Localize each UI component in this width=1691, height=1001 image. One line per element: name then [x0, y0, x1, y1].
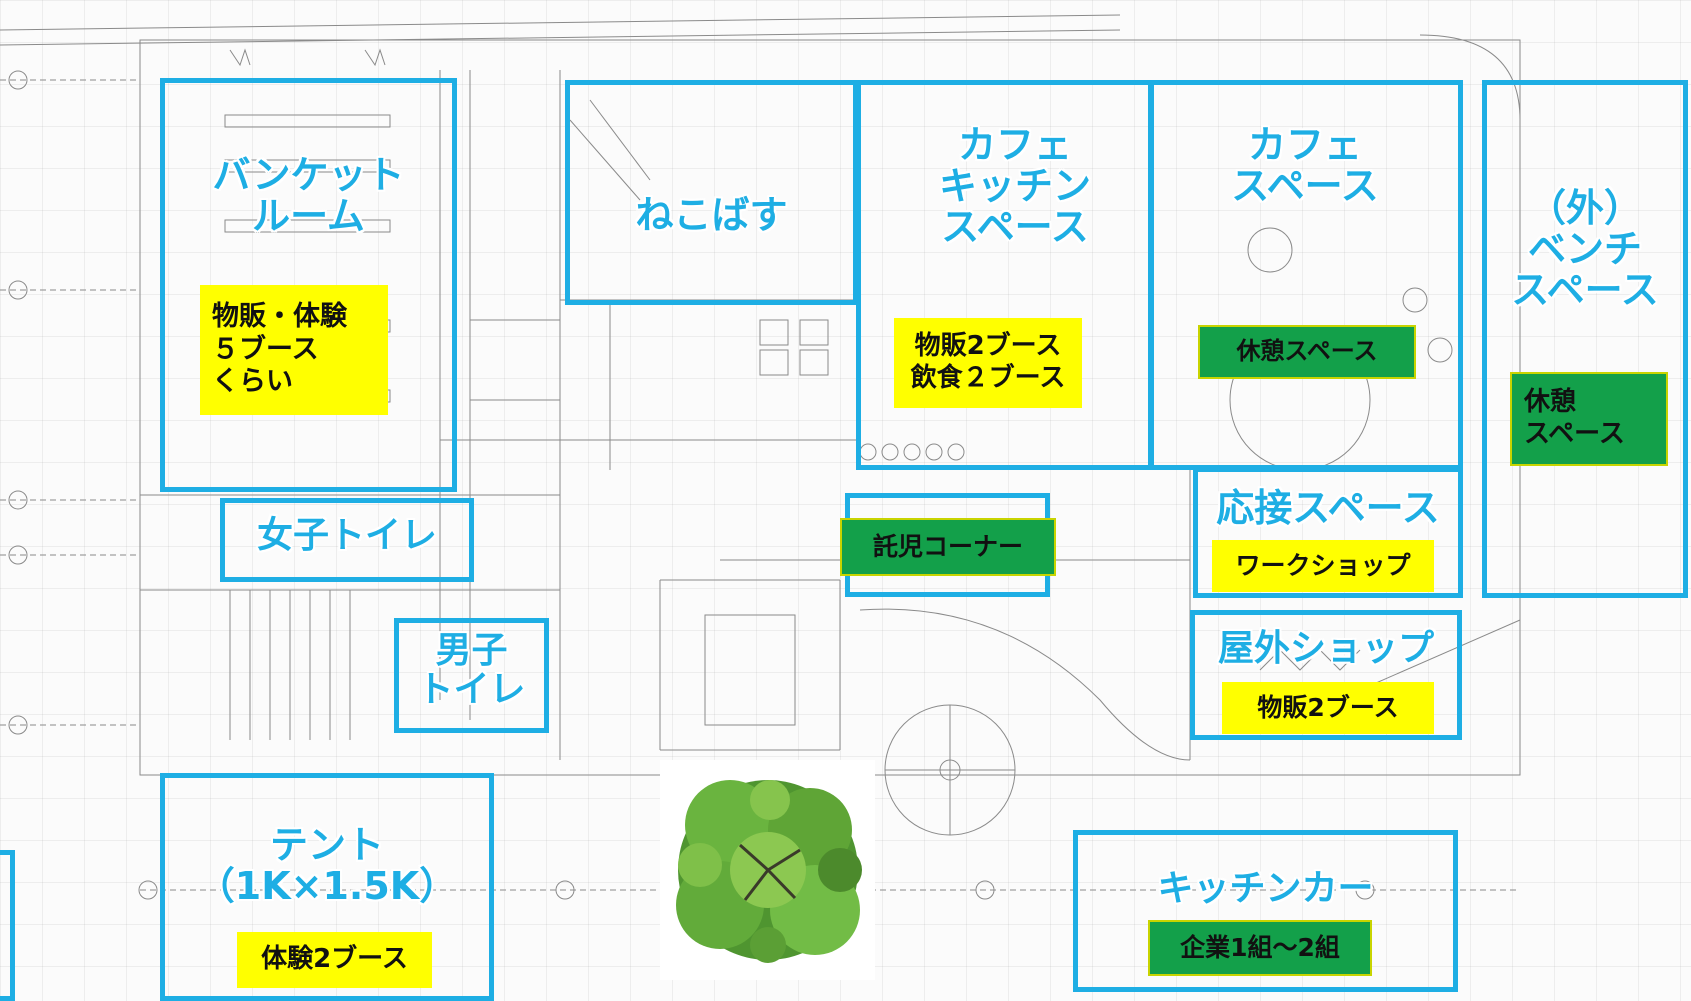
zone-kitchen-car [1073, 830, 1458, 992]
outside-bench-tag: 休憩 スペース [1510, 372, 1668, 466]
reception-label: 応接スペース [1216, 486, 1440, 530]
banquet-room-label: バンケット ルーム [212, 153, 405, 239]
zone-nekobasu [565, 80, 858, 305]
outdoor-shop-label: 屋外ショップ [1217, 628, 1434, 669]
zone-tent [160, 773, 494, 1001]
zone-banquet-room [160, 78, 457, 492]
zone-reception-space [1193, 467, 1463, 598]
tent-label: テント （1K×1.5K） [196, 823, 458, 909]
childcare-tag: 託児コーナー [840, 518, 1056, 576]
cafe-space-tag: 休憩スペース [1198, 325, 1416, 379]
womens-toilet-label: 女子トイレ [256, 515, 437, 556]
banquet-room-tag: 物販・体験 ５ブース くらい [200, 285, 388, 415]
cafe-space-label: カフェ スペース [1231, 123, 1379, 209]
reception-tag: ワークショップ [1212, 540, 1434, 592]
cafe-kitchen-label: カフェ キッチン スペース [938, 123, 1091, 250]
nekobasu-label: ねこばす [635, 193, 788, 237]
zone-outside-bench-space [1482, 80, 1688, 598]
zone-partial-left-edge [0, 850, 15, 1001]
tent-tag: 体験2ブース [237, 932, 432, 988]
zone-womens-toilet [220, 498, 474, 582]
zone-outdoor-shop [1190, 610, 1462, 740]
tree-top-view-icon [660, 760, 875, 980]
kitchen-car-label: キッチンカー [1157, 868, 1374, 909]
mens-toilet-label: 男子 トイレ [417, 630, 526, 710]
outside-bench-label: （外） ベンチ スペース [1511, 186, 1659, 313]
cafe-kitchen-tag: 物販2ブース 飲食２ブース [894, 318, 1082, 408]
outdoor-shop-tag: 物販2ブース [1222, 682, 1434, 734]
zone-mens-toilet [394, 618, 549, 733]
kitchen-car-tag: 企業1組～2組 [1148, 920, 1372, 976]
